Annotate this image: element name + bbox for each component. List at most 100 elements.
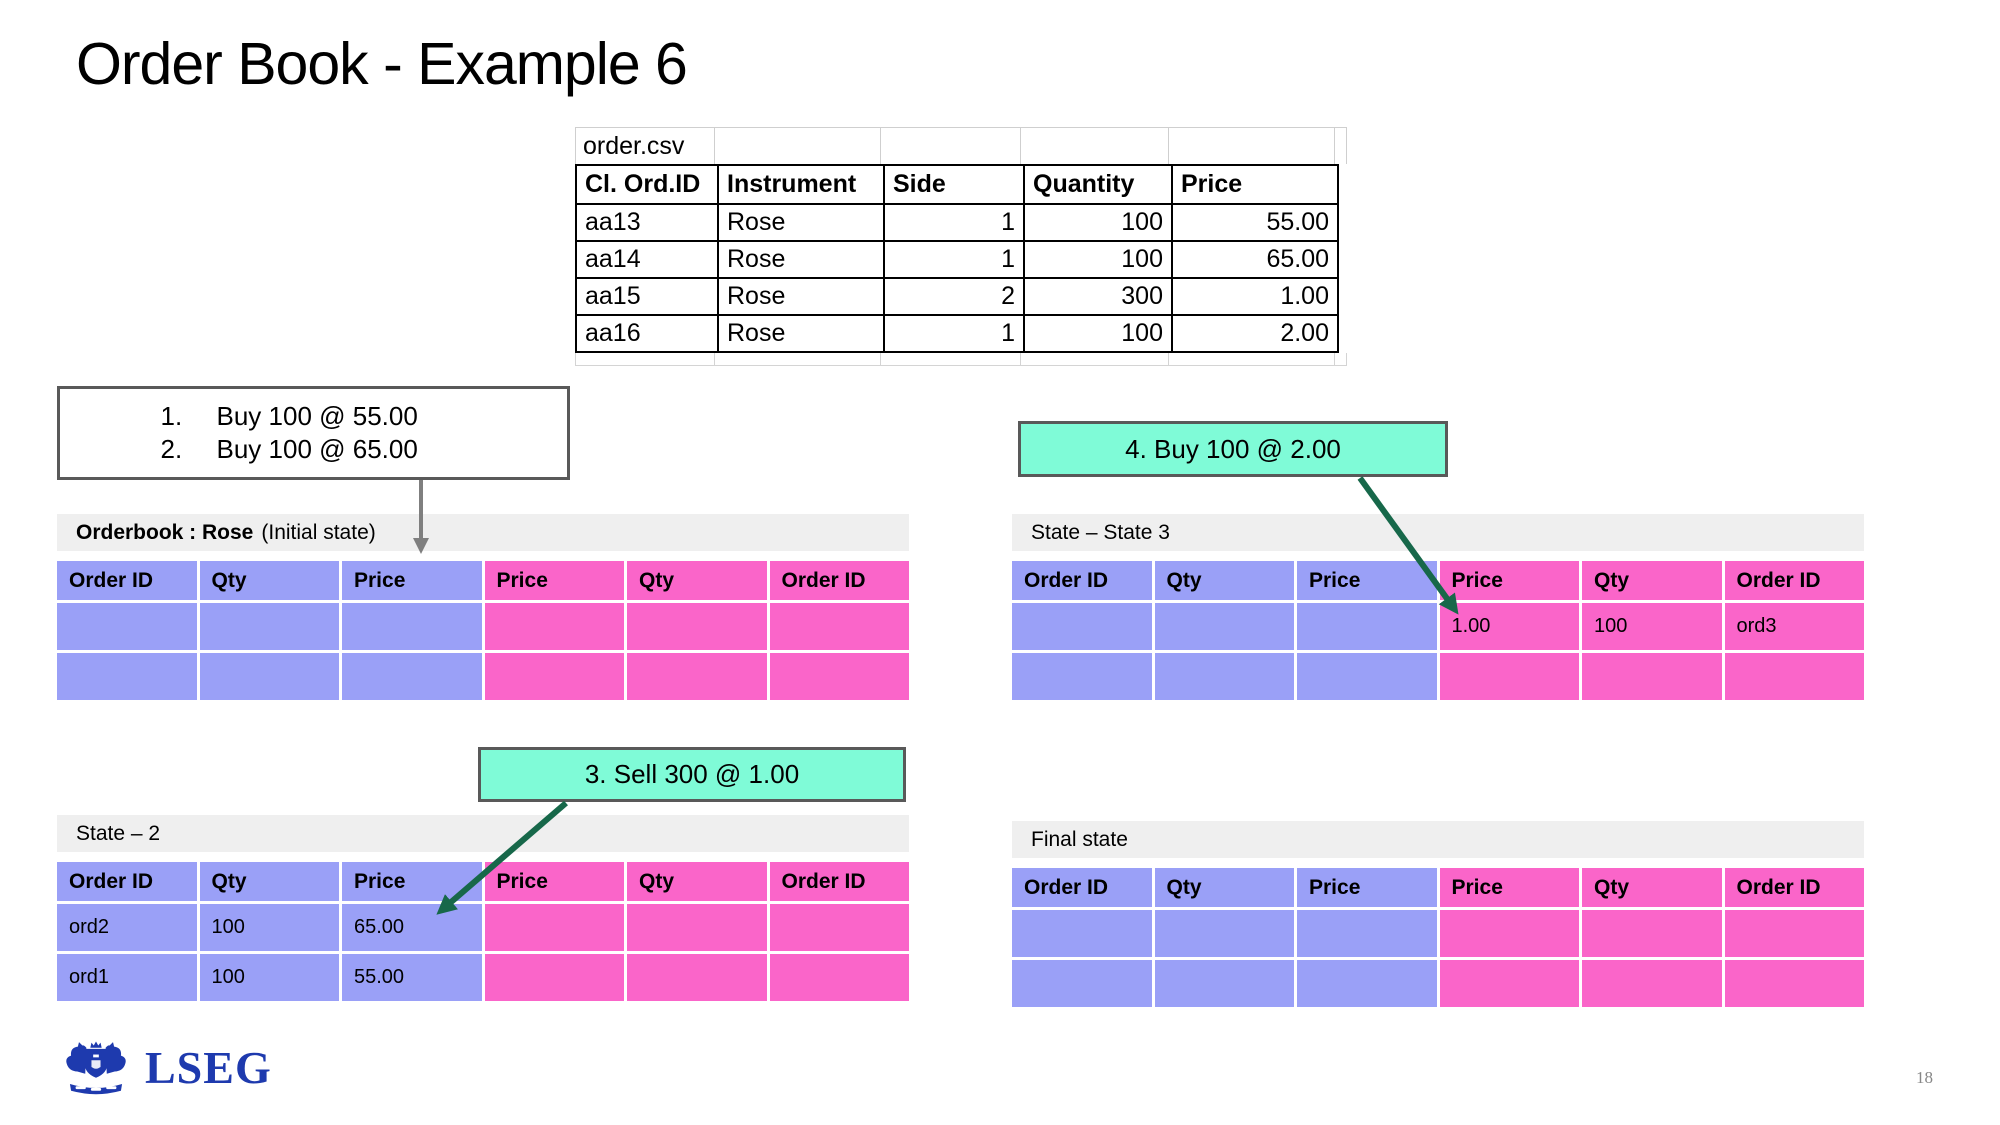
orderbook-cell bbox=[1297, 603, 1437, 650]
spreadsheet-empty-cell bbox=[1169, 127, 1335, 164]
callout-buy-orders-box: 1. Buy 100 @ 55.00 2. Buy 100 @ 65.00 bbox=[57, 386, 570, 480]
spreadsheet-grid-stub-row bbox=[575, 353, 1347, 366]
orderbook-cell bbox=[484, 954, 624, 1001]
callout-line-number: 1. bbox=[160, 401, 183, 431]
orderbook-state2-title-band: State – 2 bbox=[57, 815, 909, 852]
callout-line: 2. Buy 100 @ 65.00 bbox=[161, 434, 467, 465]
orderbook-cell bbox=[627, 904, 767, 951]
orderbook-header-cell: Qty bbox=[199, 862, 339, 901]
orderbook-header-cell: Qty bbox=[627, 561, 767, 600]
orderbook-final-title: Final state bbox=[1031, 827, 1128, 851]
orderbook-cell: 100 bbox=[1582, 603, 1722, 650]
orderbook-header-cell: Price bbox=[484, 862, 624, 901]
orderbook-header-cell: Order ID bbox=[57, 561, 197, 600]
orderbook-header-cell: Order ID bbox=[1012, 868, 1152, 907]
orderbook-initial-title-band: Orderbook : Rose (Initial state) bbox=[57, 514, 909, 551]
orderbook-header-cell: Order ID bbox=[1724, 868, 1864, 907]
orderbook-header-cell: Qty bbox=[1154, 561, 1294, 600]
csv-cell: Rose bbox=[717, 203, 883, 240]
orderbook-header-cell: Order ID bbox=[1012, 561, 1152, 600]
csv-cell: aa15 bbox=[577, 277, 717, 314]
orderbook-cell: 55.00 bbox=[342, 954, 482, 1001]
orderbook-header-cell: Price bbox=[1297, 868, 1437, 907]
orderbook-cell: 100 bbox=[199, 954, 339, 1001]
spreadsheet-grid-stub bbox=[1335, 127, 1347, 164]
orderbook-cell bbox=[1154, 653, 1294, 700]
orderbook-header-cell: Qty bbox=[199, 561, 339, 600]
csv-cell: Rose bbox=[717, 314, 883, 351]
callout-line-text: Buy 100 @ 55.00 bbox=[216, 401, 418, 431]
orderbook-cell bbox=[769, 954, 909, 1001]
orderbook-cell bbox=[1724, 910, 1864, 957]
spreadsheet-top-row: order.csv bbox=[575, 127, 1347, 164]
orderbook-cell bbox=[627, 954, 767, 1001]
orderbook-initial-title-bold: Orderbook : Rose bbox=[76, 520, 254, 544]
orderbook-cell bbox=[57, 653, 197, 700]
callout-line-text: Buy 100 @ 65.00 bbox=[216, 434, 418, 464]
orderbook-header-cell: Price bbox=[1297, 561, 1437, 600]
orderbook-cell bbox=[1724, 960, 1864, 1007]
callout-sell3-label: 3. Sell 300 @ 1.00 bbox=[584, 759, 800, 789]
csv-cell: Rose bbox=[717, 277, 883, 314]
orderbook-cell bbox=[199, 653, 339, 700]
csv-cell: aa13 bbox=[577, 203, 717, 240]
csv-header-cell: Side bbox=[883, 166, 1023, 203]
csv-cell: 1 bbox=[883, 203, 1023, 240]
orderbook-header-cell: Qty bbox=[1154, 868, 1294, 907]
orderbook-cell bbox=[1439, 910, 1579, 957]
csv-cell: 100 bbox=[1023, 203, 1171, 240]
csv-cell: 2 bbox=[883, 277, 1023, 314]
orderbook-state3-title-band: State – State 3 bbox=[1012, 514, 1864, 551]
orderbook-cell bbox=[199, 603, 339, 650]
spreadsheet-grid-stub bbox=[575, 353, 715, 366]
spreadsheet-empty-cell bbox=[1021, 127, 1169, 164]
orderbook-cell bbox=[484, 603, 624, 650]
orderbook-cell bbox=[1439, 960, 1579, 1007]
csv-header-cell: Cl. Ord.ID bbox=[577, 166, 717, 203]
orderbook-header-cell: Price bbox=[342, 862, 482, 901]
orderbook-cell bbox=[1012, 603, 1152, 650]
orderbook-header-cell: Price bbox=[1439, 561, 1579, 600]
orderbook-cell bbox=[769, 603, 909, 650]
spreadsheet-grid-stub bbox=[1021, 353, 1169, 366]
spreadsheet-grid-stub bbox=[1335, 353, 1347, 366]
orderbook-cell bbox=[1154, 603, 1294, 650]
csv-cell: 100 bbox=[1023, 240, 1171, 277]
orderbook-cell bbox=[1724, 653, 1864, 700]
callout-buy4-label: 4. Buy 100 @ 2.00 bbox=[1125, 433, 1341, 464]
orderbook-cell bbox=[1154, 960, 1294, 1007]
orderbook-header-cell: Price bbox=[342, 561, 482, 600]
spreadsheet-grid-stub bbox=[881, 353, 1021, 366]
lseg-logo: LSEG bbox=[62, 1038, 272, 1096]
csv-cell: 65.00 bbox=[1171, 240, 1337, 277]
callout-line: 1. Buy 100 @ 55.00 bbox=[161, 401, 467, 432]
orderbook-cell: ord2 bbox=[57, 904, 197, 951]
spreadsheet-empty-cell bbox=[881, 127, 1021, 164]
orderbook-header-cell: Order ID bbox=[1724, 561, 1864, 600]
orderbook-header-cell: Order ID bbox=[57, 862, 197, 901]
orderbook-cell bbox=[342, 653, 482, 700]
csv-cell: 55.00 bbox=[1171, 203, 1337, 240]
orderbook-cell bbox=[1297, 653, 1437, 700]
orderbook-header-cell: Qty bbox=[1582, 868, 1722, 907]
spreadsheet-empty-cell bbox=[715, 127, 881, 164]
csv-cell: 1 bbox=[883, 240, 1023, 277]
orderbook-cell bbox=[342, 603, 482, 650]
spreadsheet-grid-stub bbox=[715, 353, 881, 366]
orderbook-header-cell: Qty bbox=[627, 862, 767, 901]
orderbook-header-cell: Order ID bbox=[769, 561, 909, 600]
csv-cell: 1 bbox=[883, 314, 1023, 351]
orderbook-cell bbox=[769, 904, 909, 951]
orderbook-cell bbox=[627, 603, 767, 650]
orderbook-state2-title: State – 2 bbox=[76, 821, 161, 845]
orderbook-cell bbox=[1154, 910, 1294, 957]
callout-line-number: 2. bbox=[160, 434, 183, 464]
